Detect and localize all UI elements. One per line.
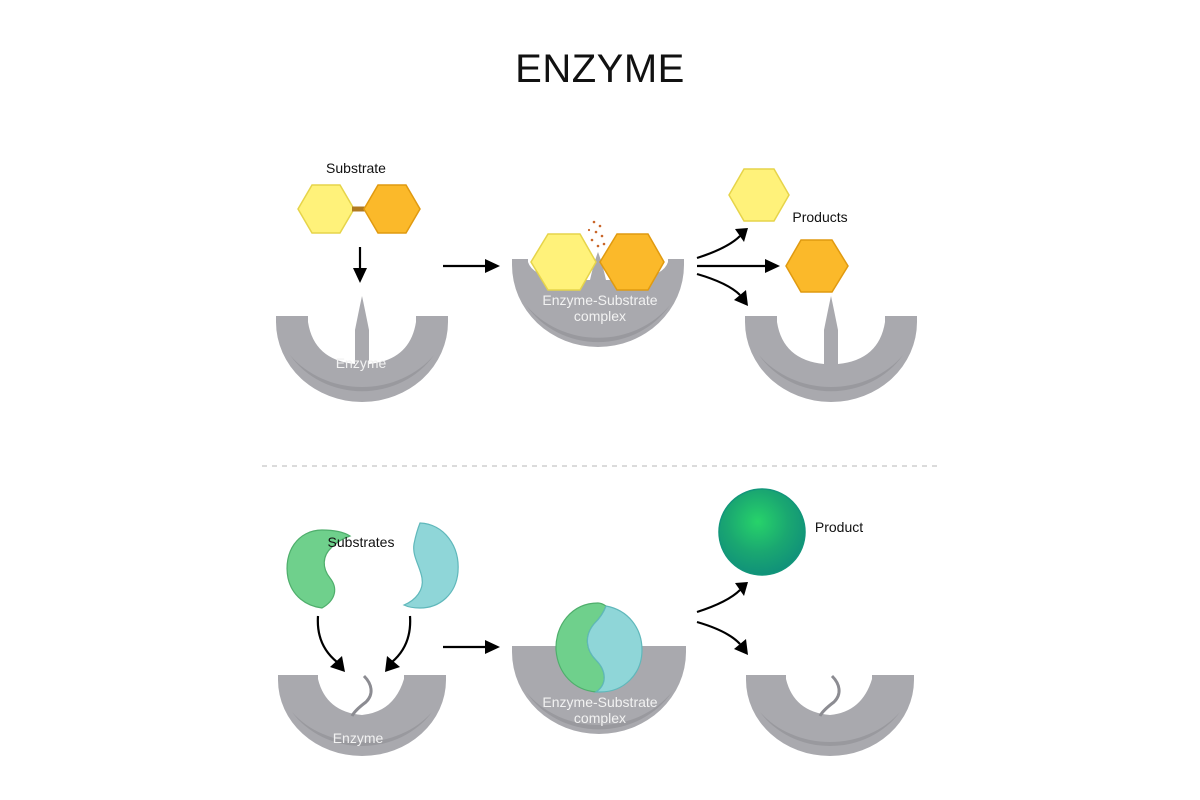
arrow-substrate-to-enzyme: [353, 247, 367, 283]
enzyme-bottom-left: Enzyme: [278, 674, 446, 756]
enzyme-label-bottom: Enzyme: [333, 730, 384, 746]
complex-label-line2: complex: [574, 308, 626, 324]
arrow-to-complex-bottom: [443, 640, 500, 654]
active-site-curve-right: [818, 674, 841, 717]
arrows-substrates-to-enzyme: [316, 615, 412, 672]
teal-substrate: [402, 522, 459, 609]
arrows-to-products-top: [696, 228, 780, 306]
enzyme-substrate-complex-top: Enzyme-Substrate complex: [512, 220, 684, 347]
active-site-curve: [350, 674, 373, 717]
diagram-title: ENZYME: [515, 47, 685, 91]
reaction-sparks: [587, 220, 606, 248]
substrates-label: Substrates: [328, 534, 395, 550]
complex-teal-half: [586, 605, 643, 693]
enzyme-top-left: Enzyme: [276, 296, 448, 402]
complex-label-line1: Enzyme-Substrate: [542, 292, 657, 308]
enzyme-bottom-right: [746, 674, 914, 756]
top-panel: Substrate Enzyme: [276, 160, 917, 402]
product-sphere: [718, 488, 806, 576]
complex-label-line1-bottom: Enzyme-Substrate: [542, 694, 657, 710]
orange-hexagon: [363, 184, 421, 234]
bottom-panel: Substrates Enzyme Enzyme-Su: [278, 488, 914, 756]
complex-orange-hexagon: [599, 233, 665, 291]
product-label: Product: [815, 519, 863, 535]
substrate-label: Substrate: [326, 160, 386, 176]
enzyme-label: Enzyme: [336, 355, 387, 371]
product-yellow-hexagon: [728, 168, 790, 222]
arrow-to-complex-top: [443, 259, 500, 273]
enzyme-substrate-complex-bottom: Enzyme-Substrate complex: [512, 602, 686, 734]
enzyme-top-right: [745, 296, 917, 402]
product-orange-hexagon: [785, 239, 849, 293]
green-substrate: [286, 529, 352, 609]
yellow-hexagon: [297, 184, 355, 234]
substrate-molecule: [297, 184, 421, 234]
complex-label-line2-bottom: complex: [574, 710, 626, 726]
arrows-to-product-bottom: [696, 582, 748, 655]
products-label: Products: [792, 209, 847, 225]
complex-yellow-hexagon: [530, 233, 597, 291]
